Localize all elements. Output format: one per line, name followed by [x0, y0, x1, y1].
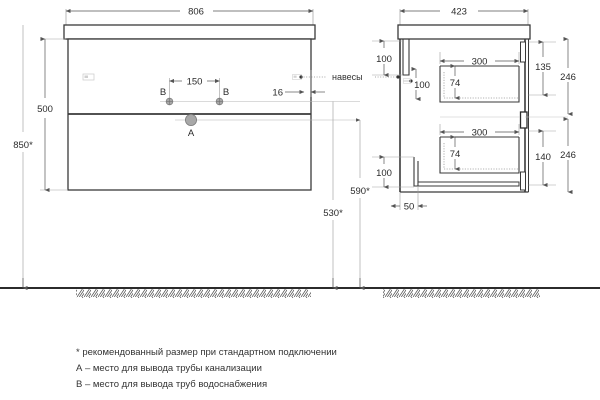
dim-135-label: 135 — [535, 62, 551, 73]
floor-hatch-left — [76, 289, 311, 298]
countertop-slab — [63, 24, 316, 40]
label-b-left: B — [160, 87, 166, 98]
dim-300-upper-label: 300 — [472, 57, 488, 68]
drawer-box-upper — [439, 66, 520, 103]
drawer-inner-lower — [443, 143, 519, 170]
note-line-1: * рекомендованный размер при стандартном… — [76, 347, 337, 358]
floor-section — [0, 278, 600, 298]
dim-590-label: 590* — [350, 186, 370, 197]
note-line-2: А – место для вывода трубы канализации — [76, 363, 262, 374]
dim-246-lower-label: 246 — [560, 150, 576, 161]
plinth-rail — [417, 181, 520, 187]
dim-140-label: 140 — [535, 152, 551, 163]
dim-500-label: 500 — [37, 104, 53, 115]
drawer-box-lower — [439, 137, 520, 174]
detail-marker-icon — [82, 73, 95, 81]
dim-806-label: 806 — [188, 7, 204, 18]
dim-74-upper-label: 74 — [450, 78, 461, 89]
dim-74-lower-label: 74 — [450, 149, 461, 160]
marker-a — [184, 114, 197, 127]
drawer-inner-upper — [443, 72, 519, 99]
dim-300-lower-label: 300 — [472, 128, 488, 139]
hanger-symbol-fill-icon — [293, 75, 297, 78]
drawer-tab-lower — [520, 171, 526, 191]
dim-423-label: 423 — [451, 7, 467, 18]
side-view: 423 300 74 — [372, 7, 576, 213]
hanger-bracket-top — [402, 39, 410, 76]
leader-dot-right — [396, 75, 400, 79]
dim-100-mid-label: 100 — [414, 80, 430, 91]
front-view: 806 150 B B A — [13, 7, 400, 288]
drawer-tab-upper — [520, 41, 526, 63]
mount-dot-icon — [409, 79, 413, 83]
dim-16-label: 16 — [272, 88, 283, 99]
notes-block: * рекомендованный размер при стандартном… — [76, 345, 536, 393]
dim-850-label: 850* — [13, 140, 33, 151]
drawer-handle-middle — [519, 111, 528, 129]
dim-50-label: 50 — [404, 202, 415, 213]
dim-100-top-label: 100 — [376, 54, 392, 65]
label-b-right: B — [223, 87, 229, 98]
detail-marker-fill-icon — [84, 75, 88, 78]
leader-label-naveshi: навесы — [332, 72, 363, 82]
label-a: A — [188, 128, 195, 139]
dim-150-label: 150 — [187, 77, 203, 88]
dim-246-upper-label: 246 — [560, 72, 576, 83]
mount-symbol-icon — [403, 78, 411, 84]
plinth-bracket — [413, 157, 419, 187]
dim-100-bottom-label: 100 — [376, 168, 392, 179]
side-countertop-slab — [397, 24, 531, 40]
note-line-3: В – место для вывода труб водоснабжения — [76, 379, 268, 390]
dim-530-label: 530* — [323, 208, 343, 219]
floor-hatch-right — [383, 289, 540, 298]
